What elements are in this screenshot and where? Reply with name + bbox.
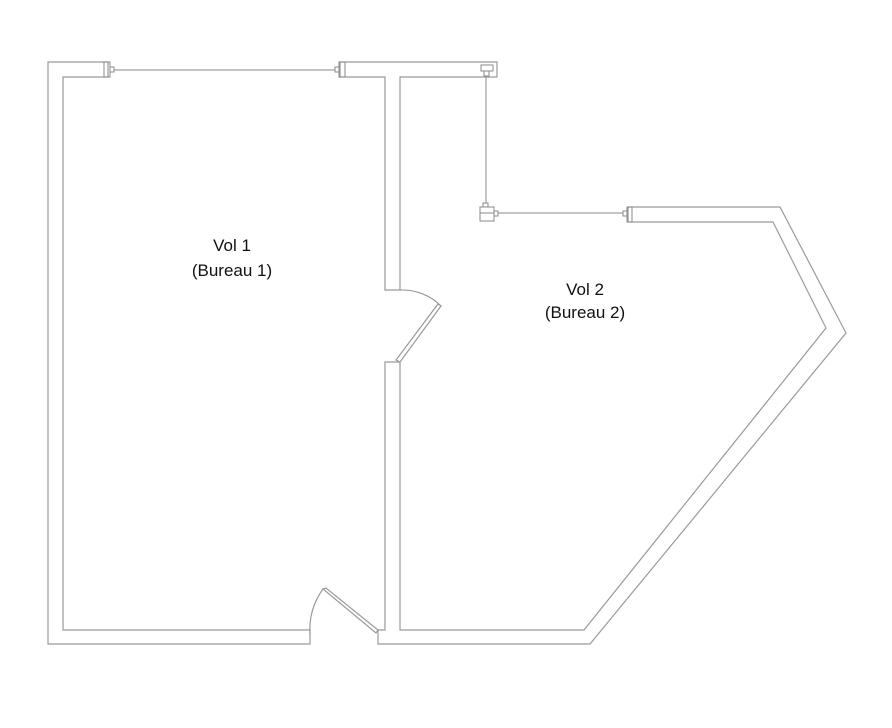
window-frame-right-room [622,210,628,217]
room-2-subtitle: (Bureau 2) [545,303,625,322]
window-frame-right-room [626,206,633,223]
doors [309,289,442,635]
left-room-walls [47,61,847,645]
window-frame-right [338,61,346,78]
left-outer-wall [47,61,311,645]
window-corner-frame [483,70,490,77]
partition-lower-wall [377,206,847,645]
room-1-subtitle: (Bureau 1) [192,261,272,280]
door-swing-arc [309,588,324,635]
top-middle-wall [339,61,498,291]
door-leaf [395,303,442,363]
window-frame-right [334,66,340,73]
window-corner-frame [479,206,495,222]
room-2-name: Vol 2 [566,280,604,299]
window-corner-frame [493,210,499,217]
door-leaf [321,587,379,634]
window-corner-frame [480,64,494,72]
windows [103,61,633,223]
room-1-name: Vol 1 [213,236,251,255]
window-frame-left [103,61,111,78]
window-corner-frame [482,202,489,208]
window-frame-left [109,66,115,73]
door-swing-arc [399,289,442,307]
